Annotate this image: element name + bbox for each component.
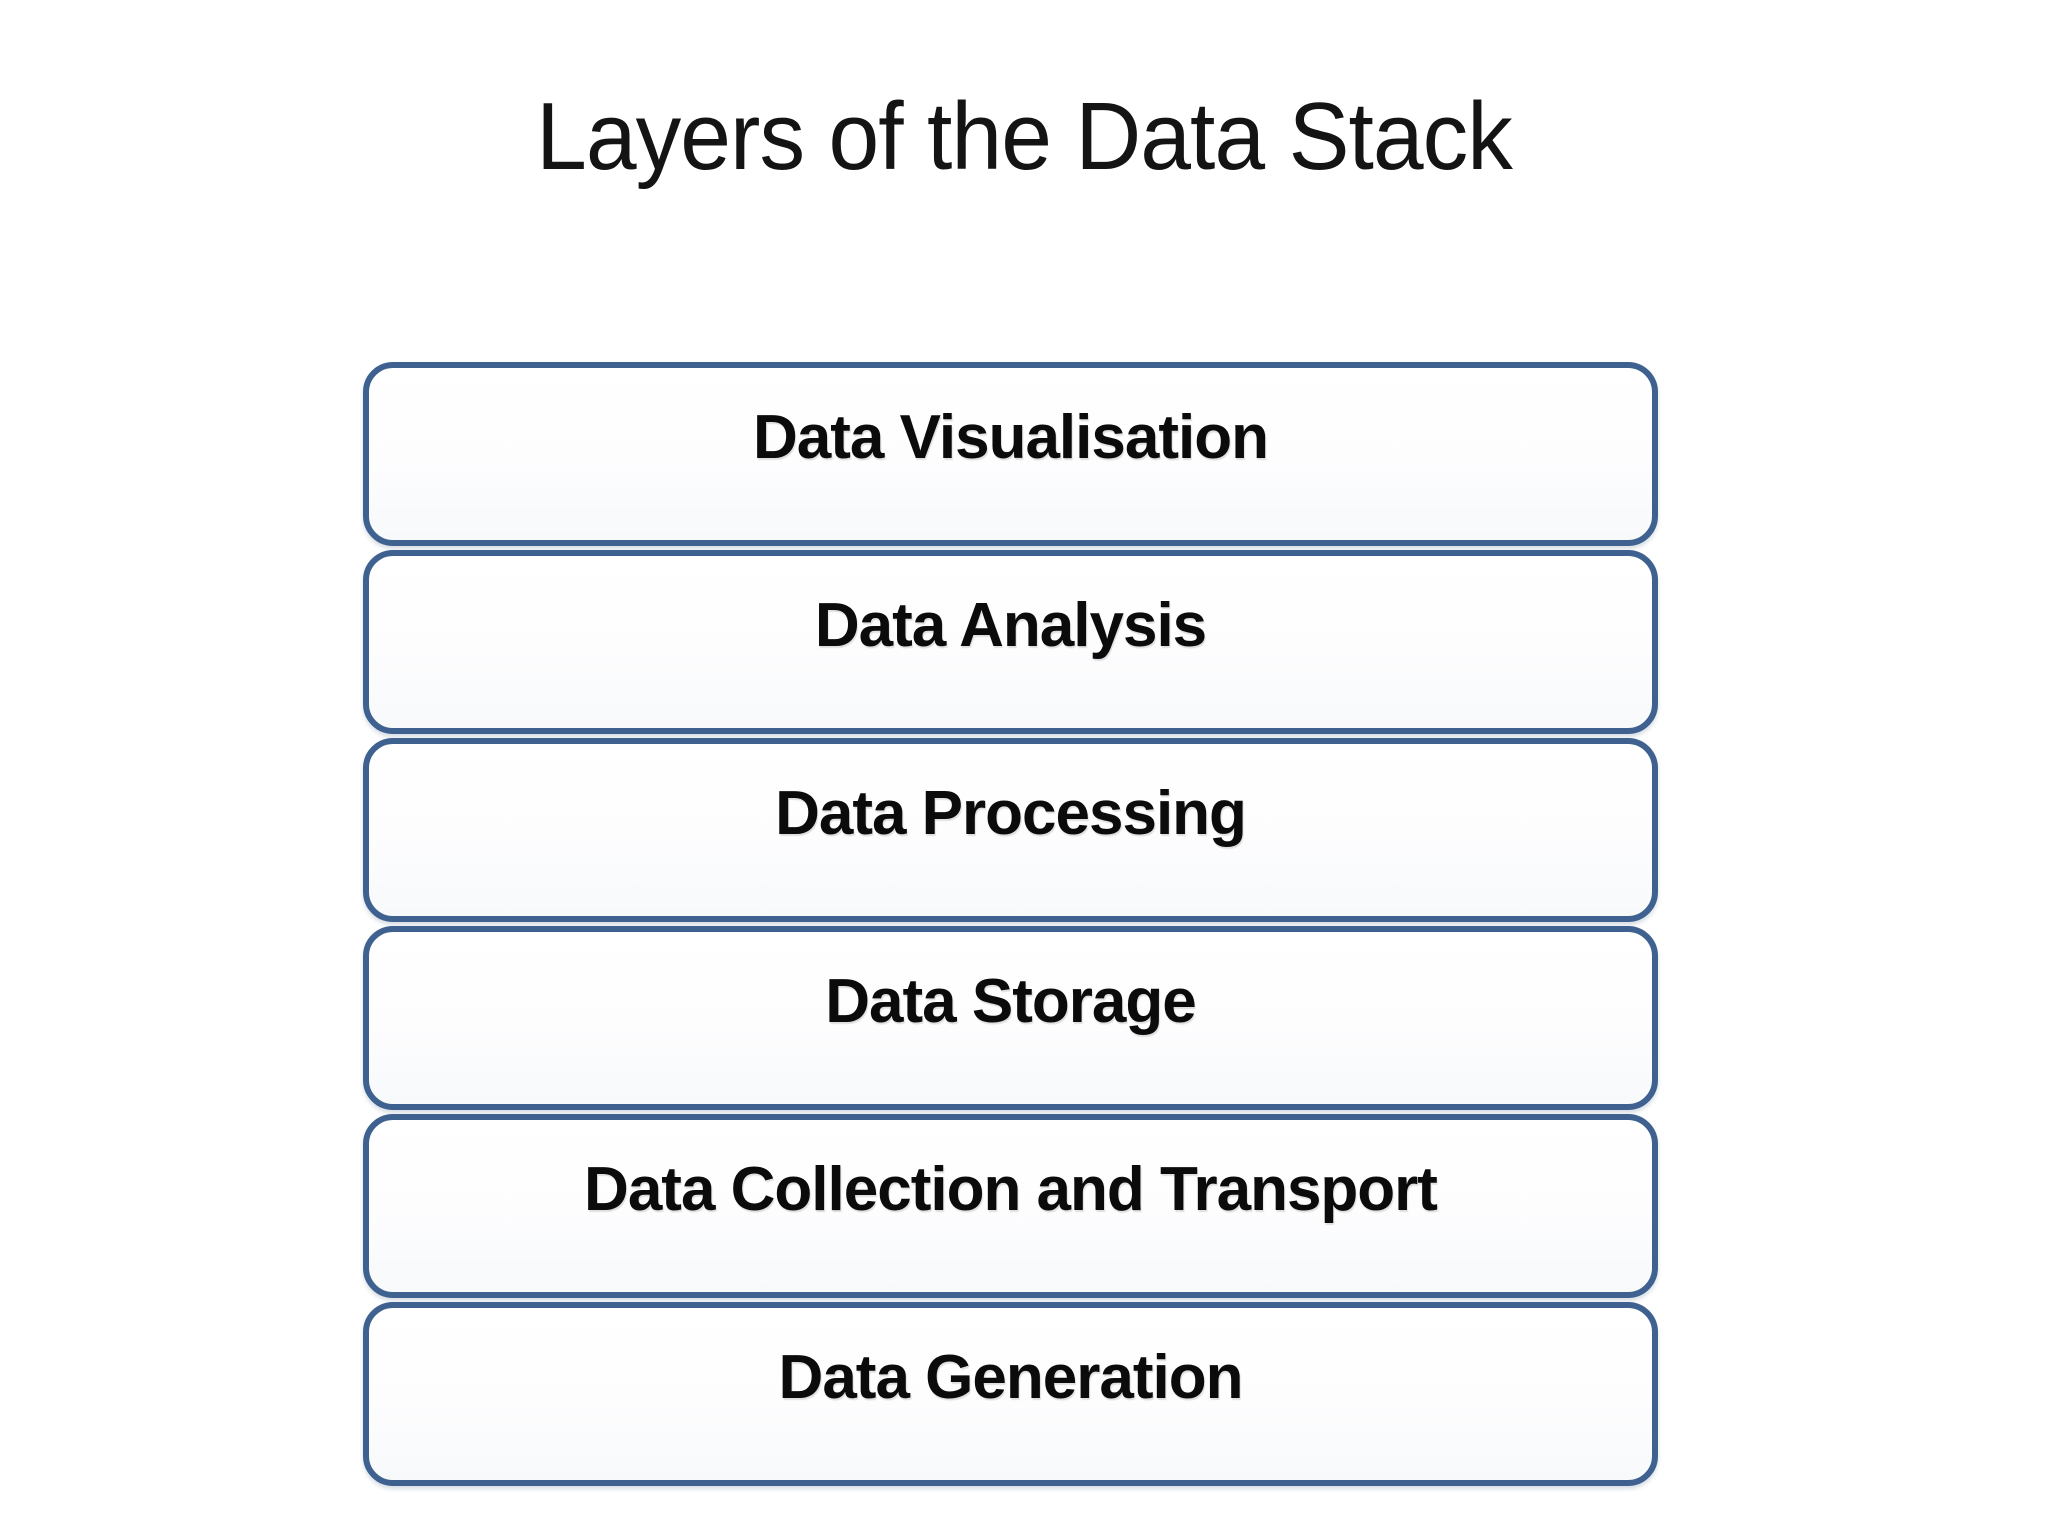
layer-label: Data Visualisation [753, 402, 1269, 472]
layer-box-data-analysis: Data Analysis [363, 550, 1658, 734]
layer-box-data-collection-and-transport: Data Collection and Transport [363, 1114, 1658, 1298]
layer-box-data-generation: Data Generation [363, 1302, 1658, 1486]
layer-label: Data Collection and Transport [584, 1154, 1438, 1224]
layer-box-data-processing: Data Processing [363, 738, 1658, 922]
layer-label: Data Storage [825, 966, 1196, 1036]
layer-box-data-visualisation: Data Visualisation [363, 362, 1658, 546]
layer-box-data-storage: Data Storage [363, 926, 1658, 1110]
layer-label: Data Analysis [814, 590, 1207, 660]
layer-label: Data Processing [775, 778, 1247, 848]
layer-label: Data Generation [778, 1342, 1244, 1412]
page-title: Layers of the Data Stack [536, 83, 1513, 190]
